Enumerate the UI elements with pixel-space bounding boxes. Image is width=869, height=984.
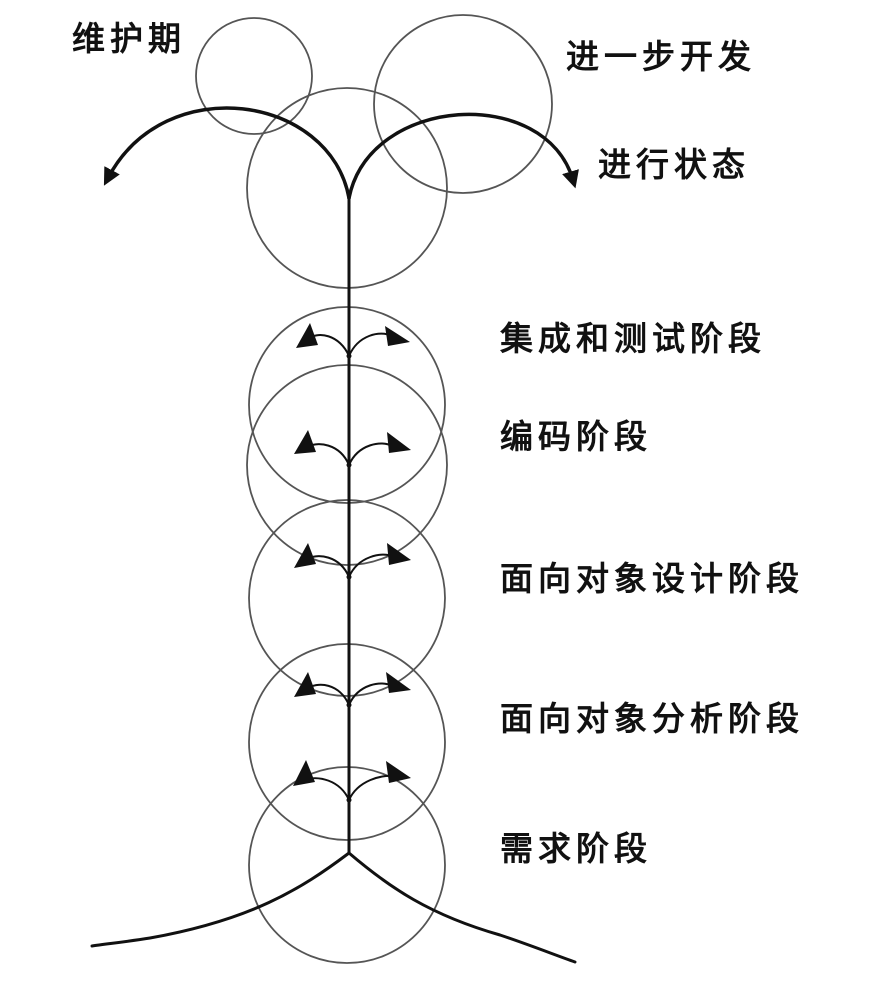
inner-arc-requirements-right xyxy=(348,774,393,801)
arrowhead-coding-left xyxy=(294,430,316,454)
stage-circle-in-progress xyxy=(246,87,448,289)
inner-arc-coding-right xyxy=(348,442,393,466)
inner-arc-integration-right xyxy=(348,332,393,357)
inner-arc-analysis-right xyxy=(348,682,393,706)
arrowhead-analysis-right xyxy=(386,672,411,693)
junction-dot xyxy=(346,353,352,359)
stage-circle-oo-analysis xyxy=(248,643,446,841)
arrow-to-maintenance xyxy=(103,106,351,200)
label-oo-analysis: 面向对象分析阶段 xyxy=(500,699,804,738)
arrowhead-coding-right xyxy=(387,432,411,453)
ground-right xyxy=(347,851,577,964)
arrowhead-integration-right xyxy=(385,326,410,346)
label-further-development: 进一步开发 xyxy=(566,37,756,76)
arrowhead-requirements-left xyxy=(293,760,315,786)
arrowhead-requirements-right xyxy=(386,761,411,783)
stage-circle-requirements xyxy=(248,766,446,964)
stage-circle-oo-design xyxy=(248,499,446,697)
stage-circle-integration-testing xyxy=(248,306,446,504)
circle-maintenance xyxy=(195,17,313,135)
label-in-progress: 进行状态 xyxy=(598,145,750,184)
label-integration-testing: 集成和测试阶段 xyxy=(500,319,766,358)
ground-left xyxy=(90,851,351,948)
label-oo-design: 面向对象设计阶段 xyxy=(500,559,804,598)
arrowhead-analysis-left xyxy=(294,672,316,697)
junction-dot xyxy=(346,574,352,580)
junction-dot xyxy=(346,702,352,708)
junction-dot xyxy=(346,797,352,803)
circle-further-development xyxy=(373,14,553,194)
label-maintenance: 维护期 xyxy=(72,19,186,58)
arrow-to-further-development xyxy=(347,112,579,200)
arrowhead-design-left xyxy=(294,543,316,568)
arrowhead-design-right xyxy=(387,543,411,565)
label-coding: 编码阶段 xyxy=(500,417,652,456)
junction-dot xyxy=(346,462,352,468)
arrowhead-integration-left xyxy=(296,323,318,348)
stage-circle-coding xyxy=(246,364,448,566)
label-requirements: 需求阶段 xyxy=(500,829,652,868)
